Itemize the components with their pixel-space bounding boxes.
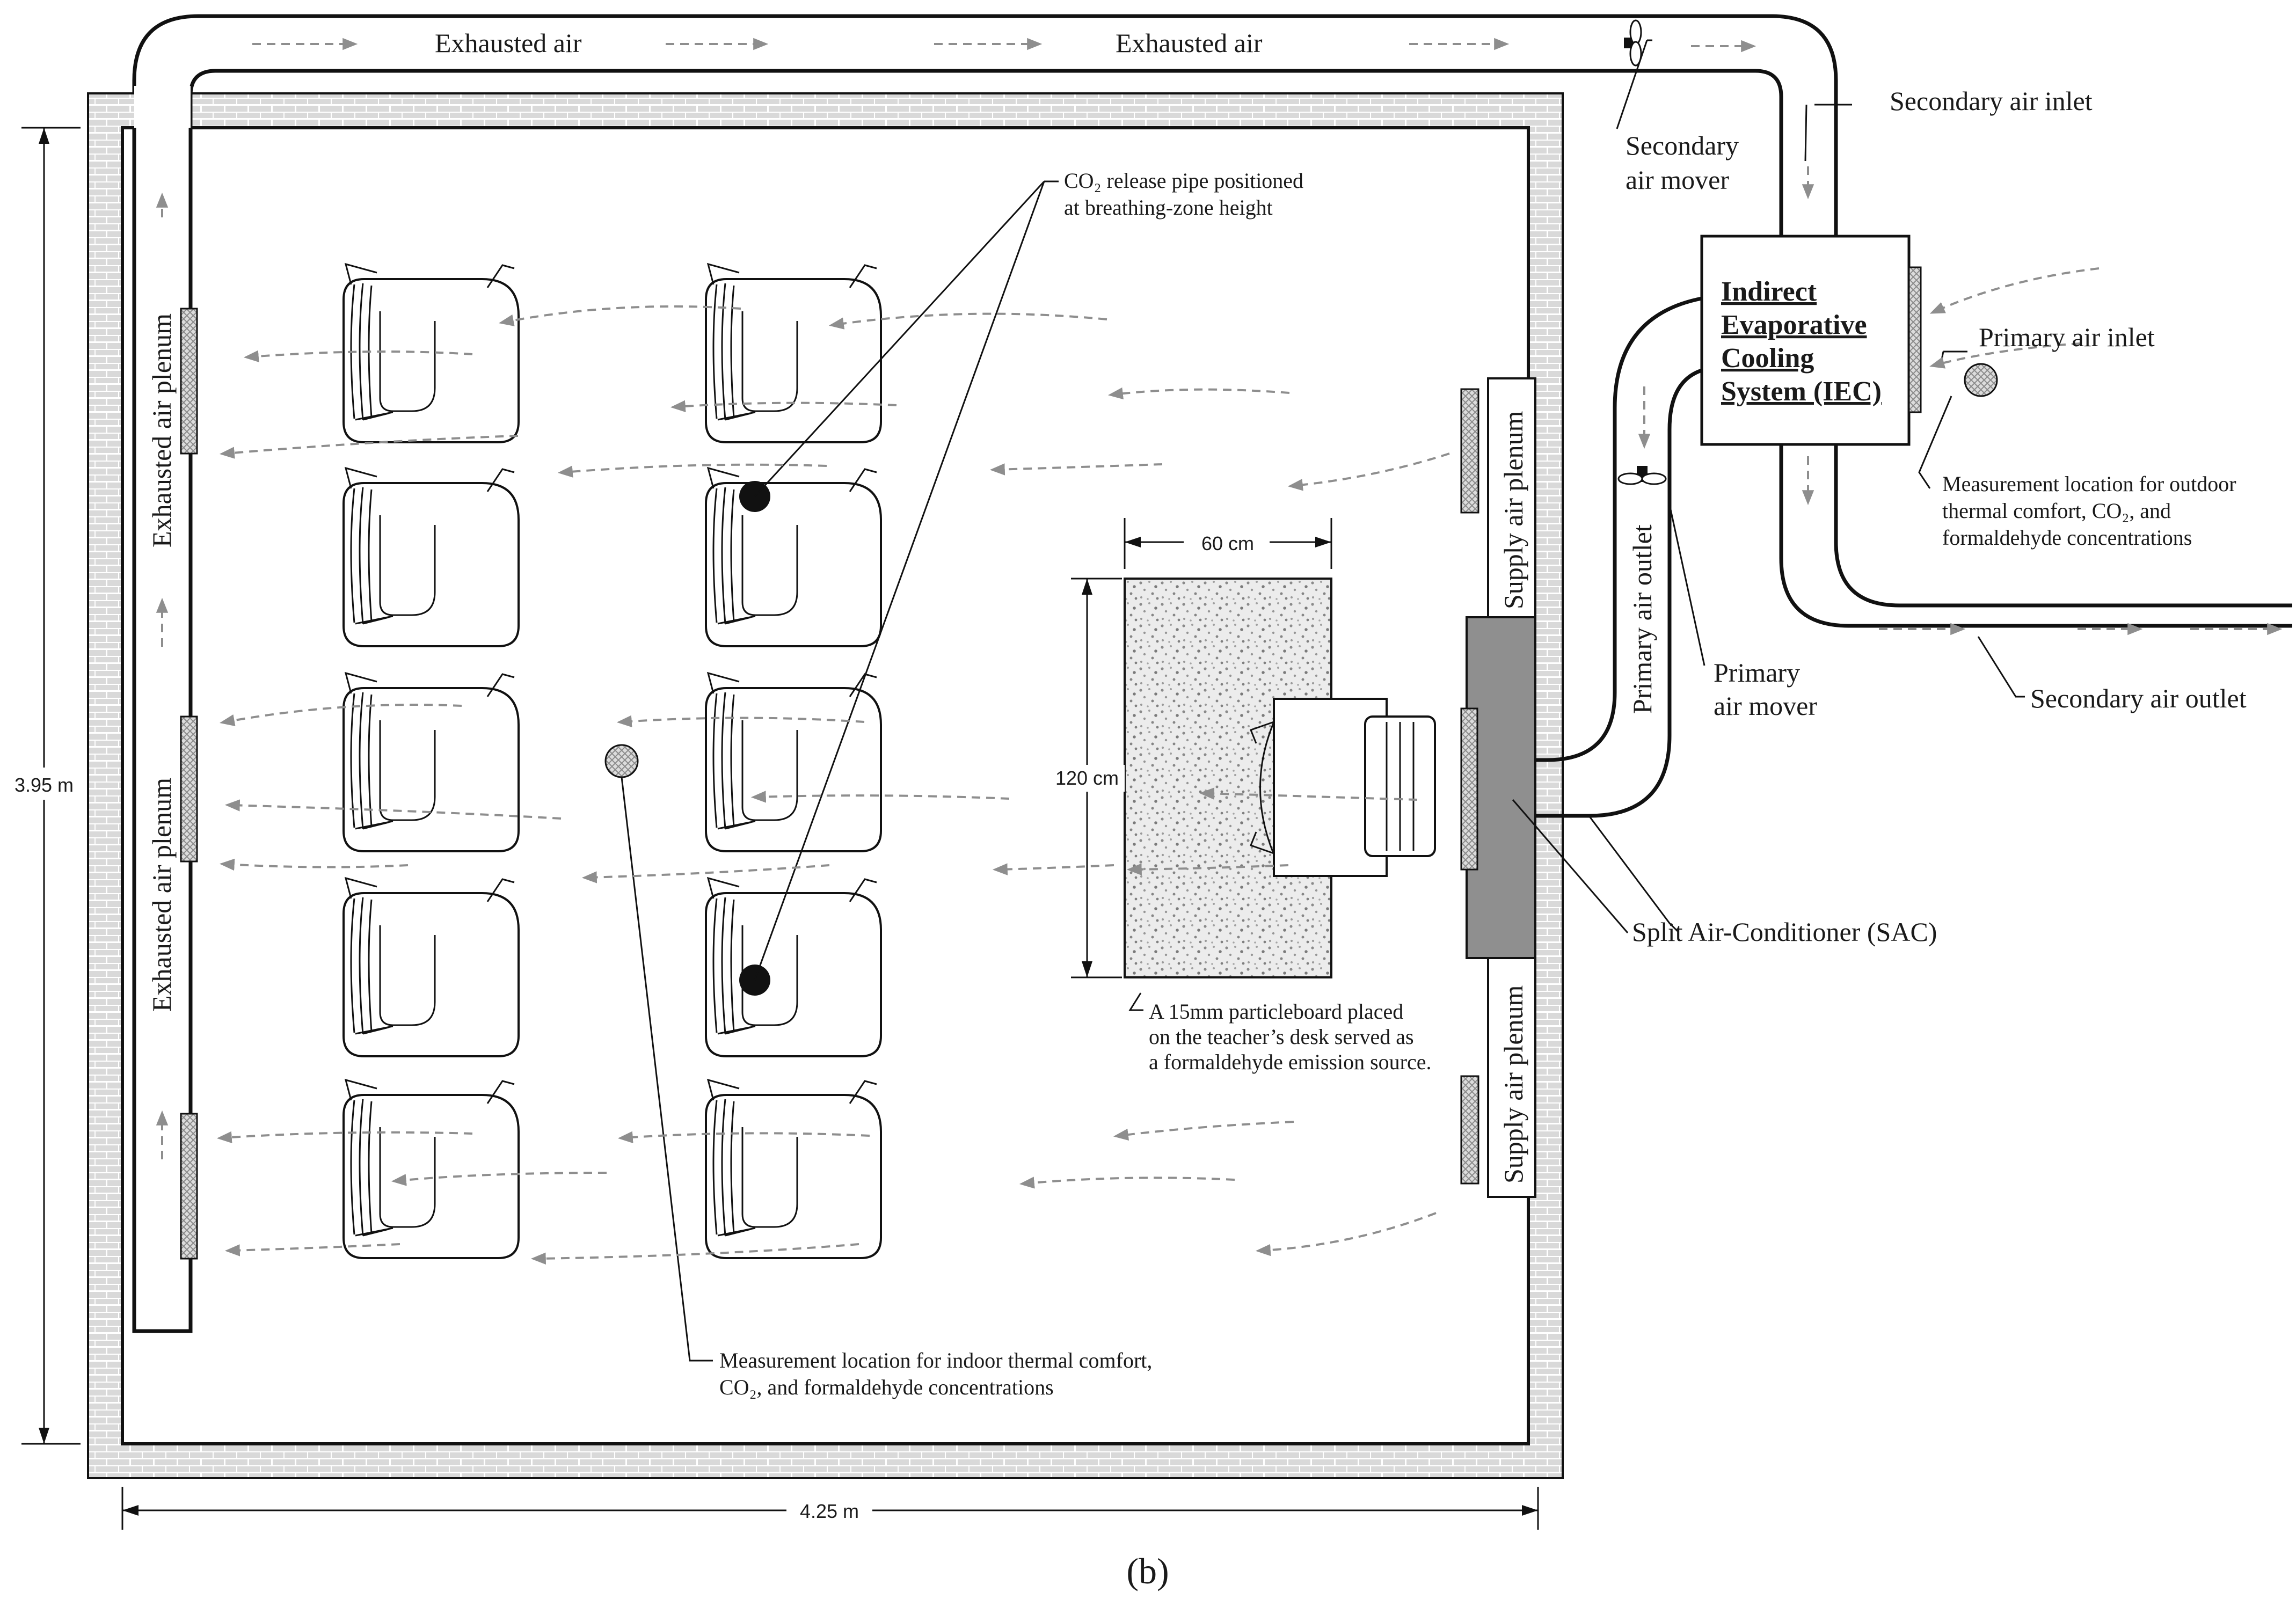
secondary-air-outlet-label: Secondary air outlet: [2030, 683, 2247, 713]
secondary-air-mover-label-1: Secondary: [1626, 130, 1739, 160]
chair-desk-icon: [705, 877, 882, 1057]
dimension-room-height: 3.95 m: [5, 127, 84, 1445]
chair-desk-icon: [342, 877, 520, 1057]
secondary-outlet-duct: [1779, 444, 2292, 628]
chair-desk-icon: [705, 467, 882, 647]
secondary-air-mover-label-2: air mover: [1626, 165, 1729, 195]
chair-desk-icon: [705, 263, 882, 443]
fan-icon: [1624, 19, 1642, 67]
chair-desk-icon: [342, 672, 520, 852]
supply-plenum-label-top: Supply air plenum: [1498, 411, 1528, 609]
exhausted-air-plenums: Exhausted air plenum Exhausted air plenu…: [147, 308, 198, 1260]
dimension-desk-length: 120 cm: [1049, 578, 1125, 978]
particleboard-label-2: on the teacher’s desk served as: [1149, 1025, 1414, 1049]
chair-desk-icon: [342, 467, 520, 647]
airflow-arrows: [156, 38, 2283, 1265]
outdoor-measure-label-1: Measurement location for outdoor: [1942, 472, 2236, 496]
teacher-chair: [1250, 698, 1436, 877]
primary-air-outlet-label: Primary air outlet: [1627, 524, 1657, 714]
measurement-point-icon: [1964, 363, 1998, 397]
iec-label-3: Cooling: [1721, 343, 1814, 374]
dimension-desk-width: 60 cm: [1124, 518, 1332, 569]
dimension-room-width: 4.25 m: [121, 1487, 1539, 1530]
chair-desk-icon: [342, 1079, 520, 1259]
dim-room-width: 4.25 m: [800, 1500, 859, 1522]
indoor-measure-label-1: Measurement location for indoor thermal …: [719, 1348, 1152, 1372]
dim-room-height: 3.95 m: [14, 774, 74, 796]
split-air-conditioner: [1460, 616, 1536, 959]
primary-outlet-duct: [1535, 296, 1703, 818]
dim-desk-length: 120 cm: [1055, 767, 1119, 789]
primary-air-mover-label-1: Primary: [1714, 657, 1800, 688]
outdoor-measure-label-3: formaldehyde concentrations: [1942, 525, 2192, 550]
iec-label-4: System (IEC): [1721, 376, 1882, 407]
exhausted-air-label-left: Exhausted air: [435, 28, 582, 58]
chair-desk-icon: [705, 1079, 882, 1259]
primary-air-inlet-label: Primary air inlet: [1979, 322, 2155, 352]
exhausted-air-label-right: Exhausted air: [1116, 28, 1263, 58]
supply-air-plenums: Supply air plenum Supply air plenum: [1460, 377, 1536, 1198]
iec-unit: Indirect Evaporative Cooling System (IEC…: [1700, 235, 1922, 446]
figure-caption: (b): [1126, 1551, 1169, 1591]
secondary-air-inlet-label: Secondary air inlet: [1890, 86, 2093, 116]
outdoor-measure-label-2: thermal comfort, CO₂, and: [1942, 499, 2171, 523]
particleboard-label-3: a formaldehyde emission source.: [1149, 1050, 1432, 1074]
chair-desk-icon: [342, 263, 520, 443]
particleboard-label-1: A 15mm particleboard placed: [1149, 999, 1403, 1024]
co2-pipe-label-1: CO₂ release pipe positioned: [1064, 169, 1303, 193]
co2-pipe-label-2: at breathing-zone height: [1064, 195, 1273, 220]
exhausted-plenum-label-top: Exhausted air plenum: [147, 313, 177, 547]
exhausted-plenum-label-bottom: Exhausted air plenum: [147, 778, 177, 1012]
dim-desk-width: 60 cm: [1201, 532, 1254, 554]
supply-plenum-label-bottom: Supply air plenum: [1498, 985, 1528, 1183]
fan-icon: [1617, 466, 1667, 485]
primary-air-mover-label-2: air mover: [1714, 691, 1817, 721]
iec-label-1: Indirect: [1721, 276, 1817, 307]
sac-label: Split Air-Conditioner (SAC): [1632, 917, 1937, 947]
measurement-point-icon: [604, 744, 639, 778]
iec-label-2: Evaporative: [1721, 310, 1867, 340]
indoor-measure-label-2: CO₂, and formaldehyde concentrations: [719, 1375, 1054, 1399]
chair-desk-icon: [705, 672, 882, 852]
